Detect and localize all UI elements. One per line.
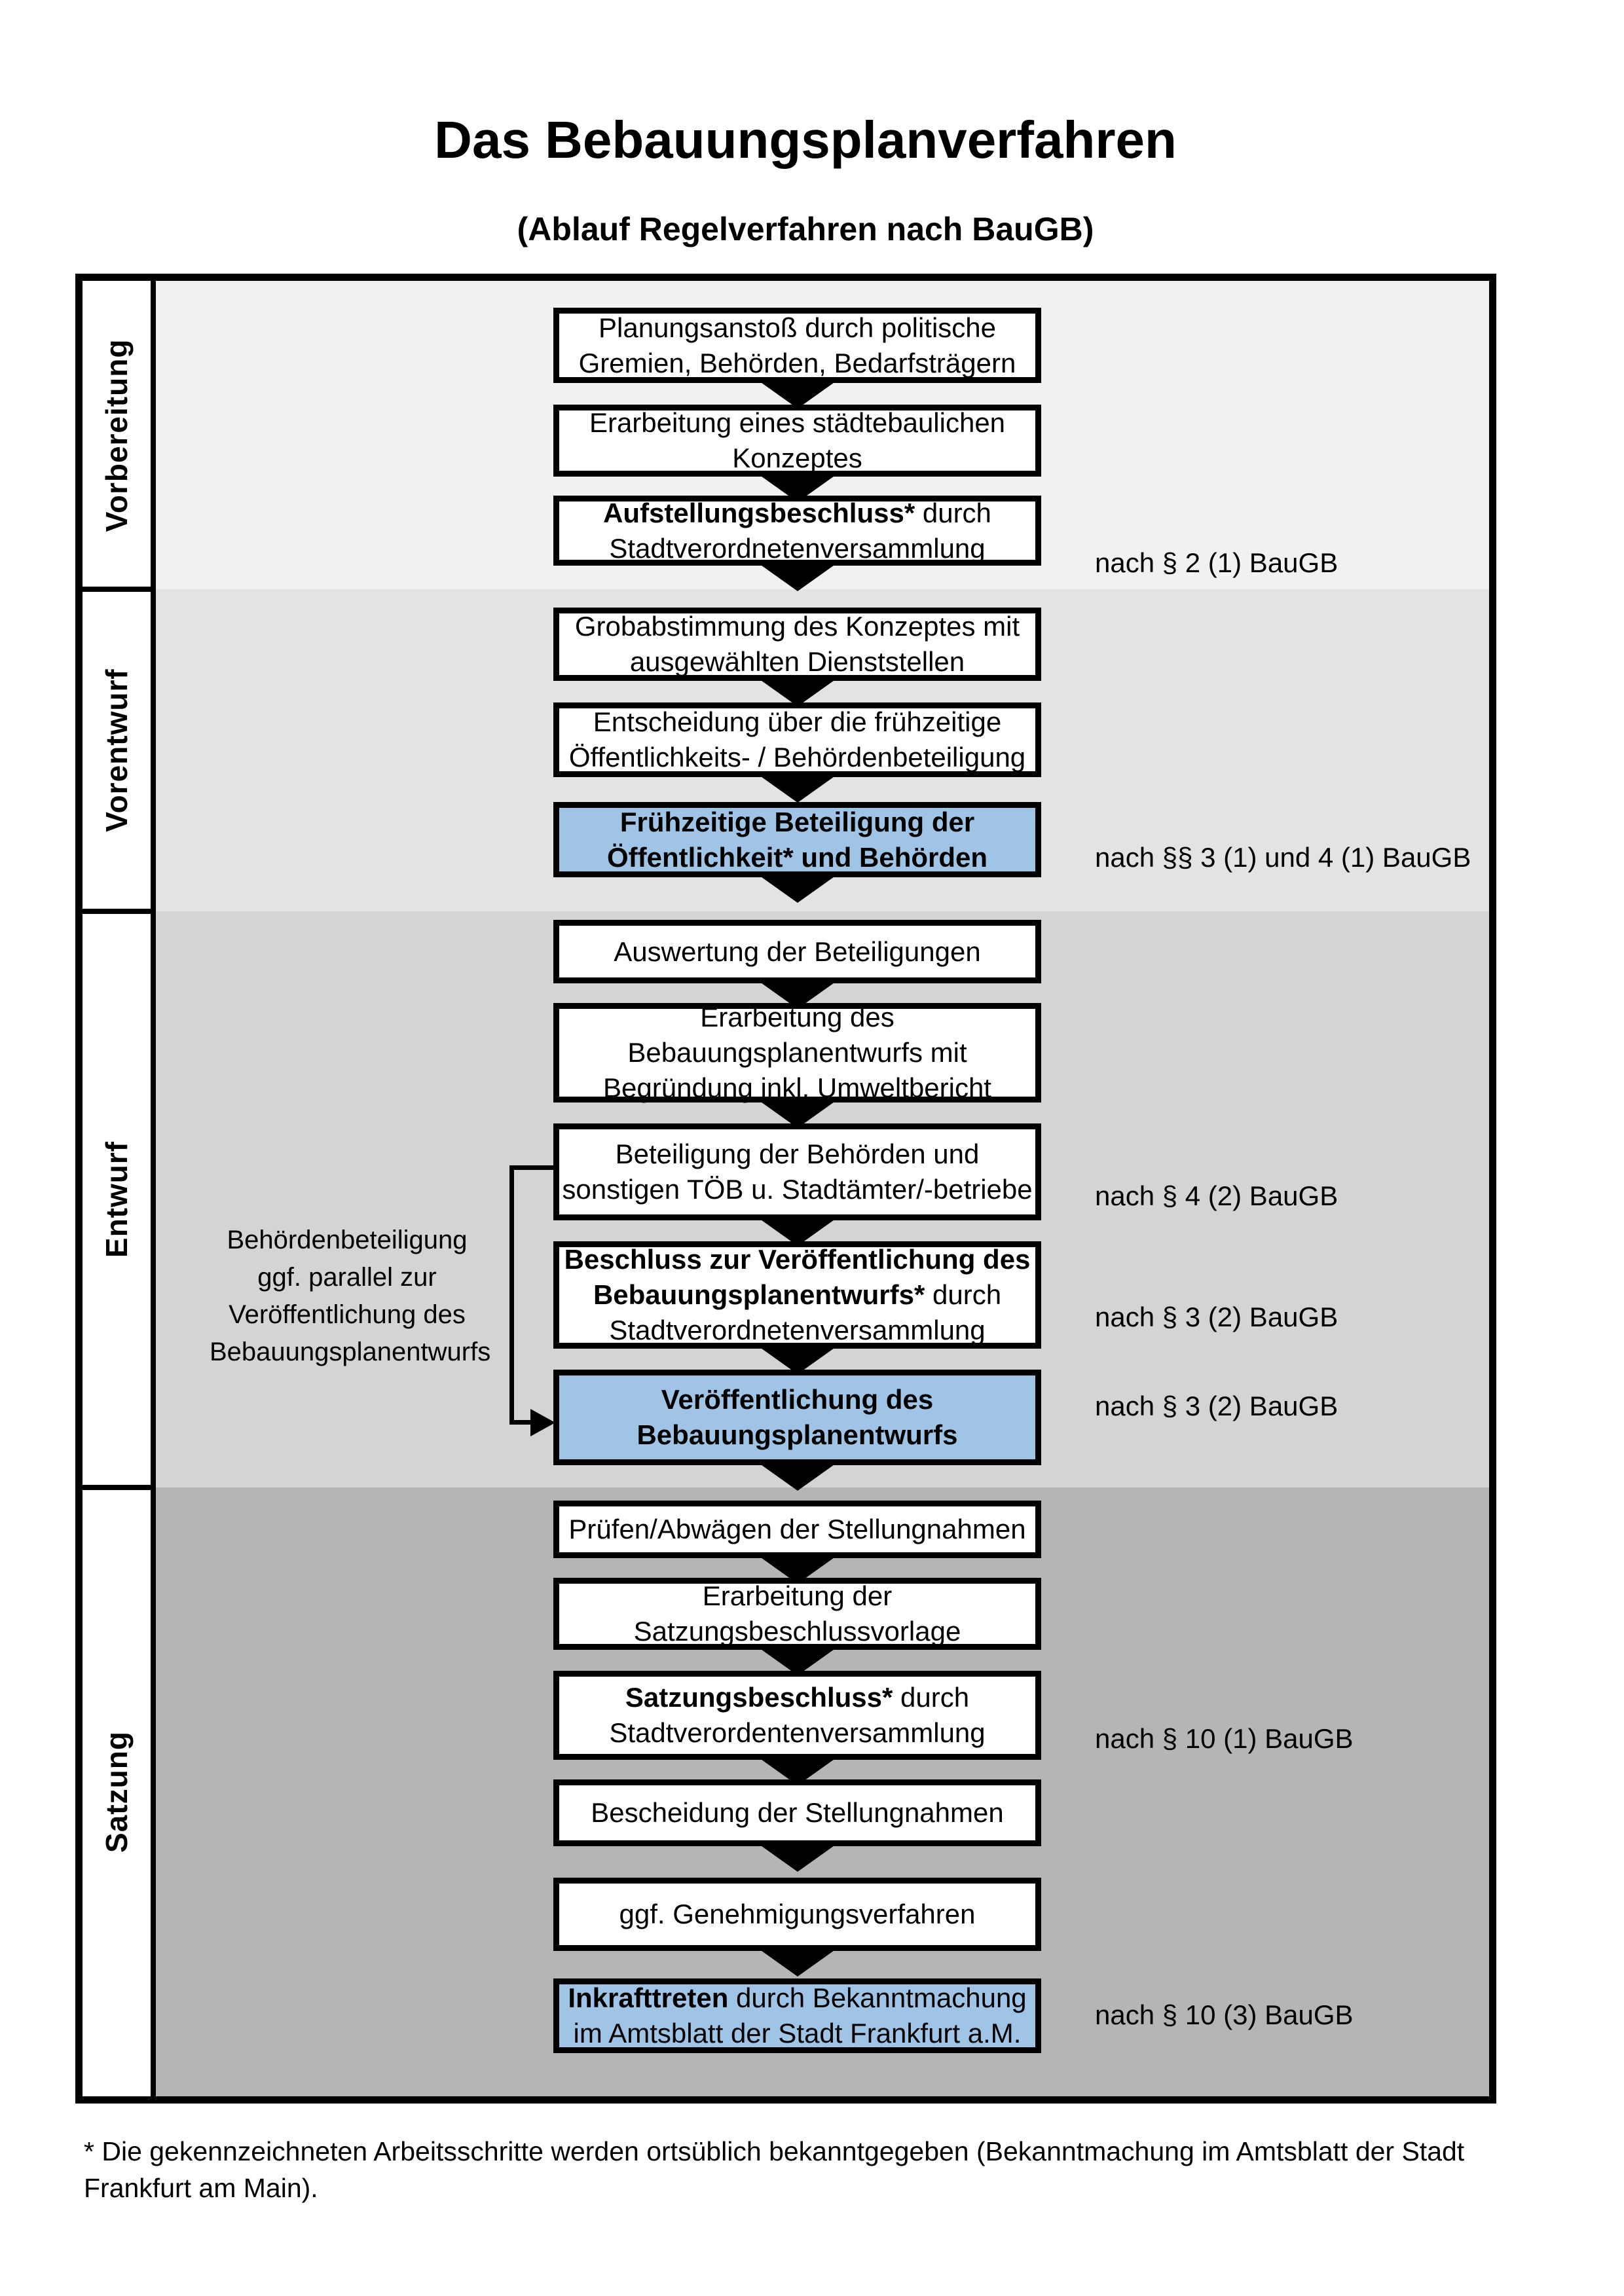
flow-step-text: Erarbeitung des: [700, 1002, 895, 1032]
phase-divider: [83, 1485, 156, 1490]
flow-step-9: Beteiligung der Behörden und sonstigen TÖ…: [553, 1123, 1041, 1220]
down-arrow-icon: [758, 564, 836, 591]
down-arrow-icon: [758, 1463, 836, 1491]
flow-step-text: Öffentlichkeit* und Behörden: [606, 841, 988, 873]
bracket-line-vertical: [509, 1165, 514, 1425]
flow-step-text: Satzungsbeschlussvorlage: [633, 1616, 961, 1647]
flow-step-text: Öffentlichkeits- / Behördenbeteiligung: [568, 742, 1026, 773]
phase-label-column-divider: [151, 281, 156, 2096]
legal-annotation-7: nach § 10 (3) BauGB: [1095, 1999, 1354, 2030]
flow-step-text: Beschluss zur Veröffentlichung des: [564, 1244, 1031, 1275]
flow-step-text: Stadtverordentenversammlung: [609, 1717, 986, 1748]
legal-annotation-6: nach § 10 (1) BauGB: [1095, 1723, 1354, 1754]
flow-step-text: im Amtsblatt der Stadt Frankfurt a.M.: [573, 2018, 1022, 2049]
footnote: * Die gekennzeichneten Arbeitsschritte w…: [84, 2136, 1465, 2203]
phase-label-satzung: Satzung: [100, 1731, 134, 1853]
flow-step-text: Prüfen/Abwägen der Stellungnahmen: [568, 1514, 1026, 1544]
flow-step-text: Bebauungsplanentwurfs mit: [627, 1037, 967, 1068]
flow-step-text: Beteiligung der Behörden und: [615, 1139, 980, 1169]
flow-step-text: Stadtverordnetenversammlung: [609, 532, 986, 564]
flow-step-text: Planungsanstoß durch politische: [598, 312, 997, 343]
legal-annotation-2: nach §§ 3 (1) und 4 (1) BauGB: [1095, 842, 1471, 873]
flow-step-text: Erarbeitung der: [702, 1580, 893, 1611]
side-note: Behördenbeteiligung ggf. parallel zur Ve…: [210, 1226, 491, 1366]
flow-step-text: Auswertung der Beteiligungen: [614, 936, 981, 967]
page-subtitle: (Ablauf Regelverfahren nach BauGB): [517, 211, 1094, 247]
flow-step-text: Konzeptes: [732, 443, 862, 473]
flow-step-text: Inkrafttreten durch Bekanntmachung: [568, 1982, 1027, 2013]
flow-step-text: Grobabstimmung des Konzeptes mit: [574, 611, 1020, 642]
phase-label-entwurf: Entwurf: [100, 1140, 134, 1258]
flow-step-text: ausgewählten Dienststellen: [629, 646, 965, 677]
flow-step-text: Veröffentlichung des: [661, 1384, 934, 1415]
flow-step-text: Gremien, Behörden, Bedarfsträgern: [578, 347, 1016, 378]
flow-step-text: Frühzeitige Beteiligung der: [619, 806, 975, 837]
flow-step-text: Stadtverordnetenversammlung: [609, 1315, 986, 1345]
phase-divider: [83, 909, 156, 914]
flow-step-text: Begründung inkl. Umweltbericht: [603, 1072, 991, 1103]
down-arrow-icon: [758, 1844, 836, 1872]
bracket-right-arrow-icon: [530, 1409, 555, 1436]
down-arrow-icon: [758, 679, 836, 706]
flow-step-12: Prüfen/Abwägen der Stellungnahmen: [553, 1501, 1041, 1558]
phase-label-vorbereitung: Vorbereitung: [100, 338, 134, 532]
down-arrow-icon: [758, 381, 836, 409]
flow-step-17: Inkrafttreten durch Bekanntmachung im Amt…: [553, 1978, 1041, 2053]
down-arrow-icon: [758, 775, 836, 803]
page-title: Das Bebauungsplanverfahren: [434, 111, 1177, 169]
legal-annotation-1: nach § 2 (1) BauGB: [1095, 547, 1338, 578]
flow-step-text: ggf. Genehmigungsverfahren: [619, 1899, 976, 1929]
flow-step-text: Erarbeitung eines städtebaulichen: [589, 407, 1006, 438]
flow-step-text: Bescheidung der Stellungnahmen: [591, 1797, 1004, 1828]
legal-annotation-4: nach § 3 (2) BauGB: [1095, 1302, 1338, 1332]
phase-label-vorentwurf: Vorentwurf: [100, 668, 134, 832]
bracket-line-bottom: [509, 1420, 533, 1425]
flow-step-7: Auswertung der Beteiligungen: [553, 920, 1041, 983]
flow-step-text: Entscheidung über die frühzeitige: [593, 706, 1002, 737]
flow-step-16: ggf. Genehmigungsverfahren: [553, 1878, 1041, 1951]
flow-step-text: Satzungsbeschluss* durch: [625, 1682, 970, 1713]
flow-step-text: Bebauungsplanentwurfs* durch: [593, 1279, 1002, 1310]
flow-step-4: Grobabstimmung des Konzeptes mit ausgewäh…: [553, 608, 1041, 681]
legal-annotation-5: nach § 3 (2) BauGB: [1095, 1391, 1338, 1421]
flow-step-text: sonstigen TÖB u. Stadtämter/-betriebe: [562, 1174, 1033, 1205]
flow-step-15: Bescheidung der Stellungnahmen: [553, 1779, 1041, 1846]
flow-step-text: Aufstellungsbeschluss* durch: [603, 497, 991, 528]
phase-divider: [83, 587, 156, 592]
legal-annotation-3: nach § 4 (2) BauGB: [1095, 1180, 1338, 1211]
down-arrow-icon: [758, 875, 836, 903]
flow-step-text: Bebauungsplanentwurfs: [637, 1419, 958, 1450]
bracket-line-top: [509, 1165, 555, 1170]
down-arrow-icon: [758, 1949, 836, 1977]
